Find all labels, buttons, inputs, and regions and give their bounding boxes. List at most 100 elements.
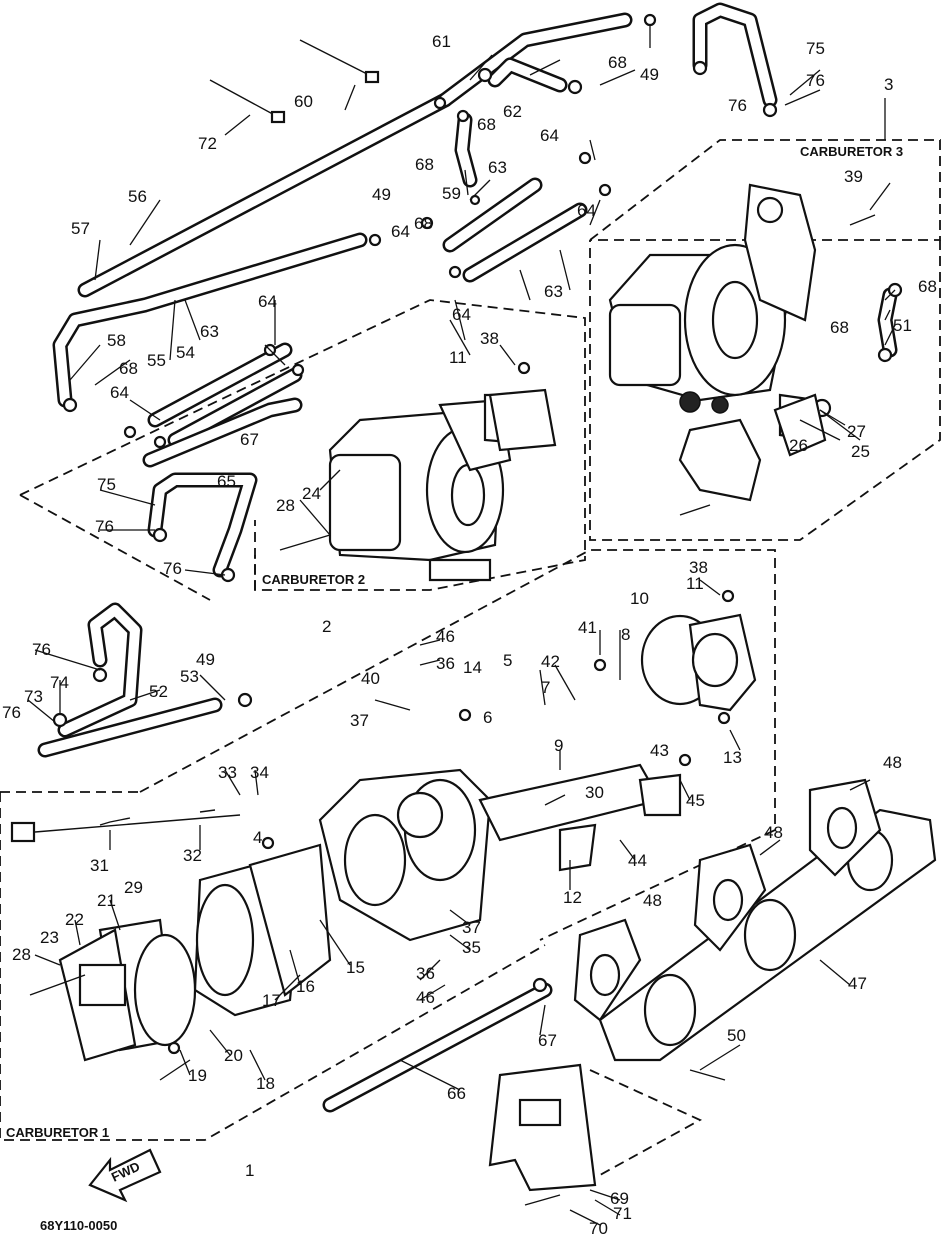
callout: 44 bbox=[628, 851, 647, 870]
callout: 48 bbox=[883, 753, 902, 772]
drawing-code: 68Y110-0050 bbox=[40, 1218, 117, 1233]
callout: 67 bbox=[240, 430, 259, 449]
callout: 46 bbox=[416, 988, 435, 1007]
group-number-2: 2 bbox=[322, 617, 331, 636]
callout: 64 bbox=[577, 201, 596, 220]
leader-line bbox=[569, 1209, 601, 1226]
fwd-arrow-icon: FWD bbox=[88, 1148, 162, 1203]
leader-line bbox=[27, 699, 56, 723]
carburetor-2-body bbox=[328, 393, 547, 582]
callout: 36 bbox=[436, 654, 455, 673]
leader-line bbox=[74, 919, 81, 946]
callout: 69 bbox=[610, 1189, 629, 1208]
callout: 49 bbox=[372, 185, 391, 204]
leader-line bbox=[454, 299, 466, 341]
leader-line bbox=[619, 839, 636, 861]
callout: 24 bbox=[302, 484, 321, 503]
group-number-1: 1 bbox=[245, 1161, 254, 1180]
callout: 75 bbox=[806, 39, 825, 58]
callout: 45 bbox=[686, 791, 705, 810]
callout: 48 bbox=[764, 823, 783, 842]
leader-line bbox=[449, 909, 471, 926]
callout: 75 bbox=[97, 475, 116, 494]
callout: 7 bbox=[541, 678, 550, 697]
callout: 64 bbox=[540, 126, 559, 145]
leader-line bbox=[184, 569, 226, 576]
callout: 48 bbox=[643, 891, 662, 910]
leader-line bbox=[699, 1044, 741, 1071]
callout: 21 bbox=[97, 891, 116, 910]
leader-line bbox=[599, 69, 636, 86]
callout: 76 bbox=[32, 640, 51, 659]
pump-cover-assembly bbox=[640, 613, 757, 712]
leader-line bbox=[224, 769, 241, 796]
carburetor-1-body bbox=[58, 763, 682, 1062]
leader-line bbox=[529, 59, 561, 76]
callout: 64 bbox=[391, 222, 410, 241]
callout: 11 bbox=[686, 574, 704, 593]
leader-line bbox=[869, 182, 891, 211]
leader-line bbox=[819, 409, 846, 426]
intake-manifold bbox=[598, 808, 937, 1062]
leader-line bbox=[129, 399, 161, 421]
callout: 14 bbox=[463, 658, 482, 677]
leader-line bbox=[539, 1004, 546, 1036]
callout: 67 bbox=[538, 1031, 557, 1050]
leader-line bbox=[464, 169, 469, 196]
leader-line bbox=[759, 839, 781, 856]
leader-line bbox=[544, 794, 566, 806]
callout: 59 bbox=[442, 184, 461, 203]
callout: 73 bbox=[24, 687, 43, 706]
leader-line bbox=[419, 959, 441, 981]
leader-line bbox=[129, 199, 161, 246]
leader-line bbox=[419, 639, 441, 646]
leader-line bbox=[319, 469, 341, 491]
callout: 47 bbox=[848, 974, 867, 993]
leader-line bbox=[129, 689, 161, 701]
leader-line bbox=[589, 1189, 621, 1201]
leader-line bbox=[169, 299, 176, 361]
leader-line bbox=[419, 984, 446, 1001]
leader-line bbox=[289, 949, 301, 986]
leader-line bbox=[499, 344, 516, 366]
callout: 74 bbox=[50, 673, 69, 692]
callout: 60 bbox=[294, 92, 313, 111]
callout: 38 bbox=[480, 329, 499, 348]
cable-ties bbox=[209, 39, 380, 124]
callout: 27 bbox=[847, 422, 866, 441]
callout: 68 bbox=[608, 53, 627, 72]
leader-line bbox=[679, 779, 691, 801]
callout: 5 bbox=[503, 651, 512, 670]
leader-line bbox=[254, 769, 259, 796]
callout: 37 bbox=[350, 711, 369, 730]
callout: 43 bbox=[650, 741, 669, 760]
callout: 34 bbox=[250, 763, 269, 782]
callout: 58 bbox=[107, 331, 126, 350]
callout: 25 bbox=[851, 442, 870, 461]
callout: 40 bbox=[361, 669, 380, 688]
manifold-gaskets bbox=[573, 778, 882, 1022]
leader-line bbox=[249, 1049, 266, 1081]
callout: 70 bbox=[589, 1219, 608, 1236]
leader-line bbox=[884, 289, 896, 301]
leader-line bbox=[819, 959, 851, 986]
group-boundaries bbox=[0, 139, 941, 1176]
callout: 33 bbox=[218, 763, 237, 782]
callout: 49 bbox=[640, 65, 659, 84]
callout: 65 bbox=[217, 472, 236, 491]
leader-line bbox=[784, 89, 821, 106]
callout: 68 bbox=[119, 359, 138, 378]
leader-line bbox=[594, 1199, 621, 1216]
leader-line bbox=[849, 779, 871, 791]
leader-line bbox=[589, 139, 596, 161]
leader-line bbox=[94, 359, 131, 386]
callout-numbers: 4 5 6 7 8 9 10 11 11 12 13 14 15 16 17 1… bbox=[2, 32, 937, 1236]
leader-line bbox=[819, 409, 861, 441]
group-number-3: 3 bbox=[884, 75, 893, 94]
callout: 71 bbox=[613, 1204, 632, 1223]
leader-line bbox=[264, 344, 286, 366]
callout: 18 bbox=[256, 1074, 275, 1093]
callout: 76 bbox=[163, 559, 182, 578]
callout: 17 bbox=[262, 991, 281, 1010]
leader-line bbox=[209, 1029, 231, 1056]
